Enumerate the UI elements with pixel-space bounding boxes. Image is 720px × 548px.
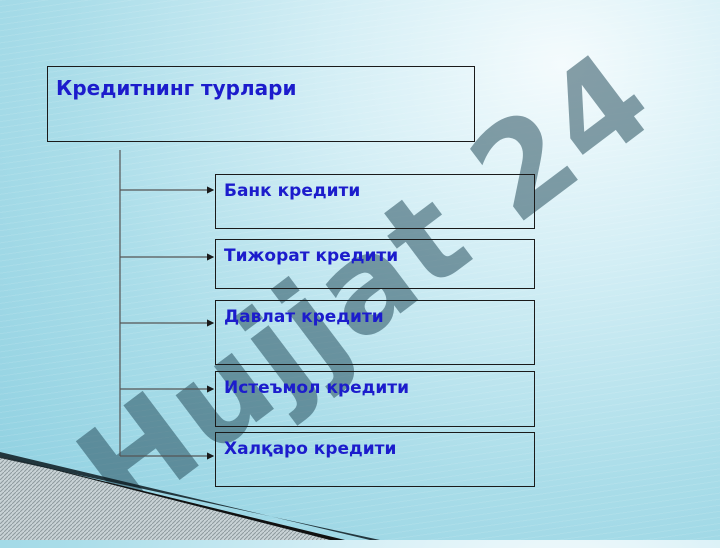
credit-type-box: Банк кредити (215, 174, 535, 229)
credit-type-label: Тижорат кредити (224, 246, 399, 266)
credit-type-box: Халқаро кредити (215, 432, 535, 487)
credit-type-box: Тижорат кредити (215, 239, 535, 289)
credit-type-label: Банк кредити (224, 181, 361, 201)
credit-type-box: Истеъмол кредити (215, 371, 535, 427)
credit-type-box: Давлат кредити (215, 300, 535, 365)
credit-type-label: Истеъмол кредити (224, 378, 410, 398)
diagram-title: Кредитнинг турлари (56, 76, 297, 100)
credit-type-label: Халқаро кредити (224, 439, 397, 459)
title-box: Кредитнинг турлари (47, 66, 475, 142)
credit-type-label: Давлат кредити (224, 307, 384, 327)
